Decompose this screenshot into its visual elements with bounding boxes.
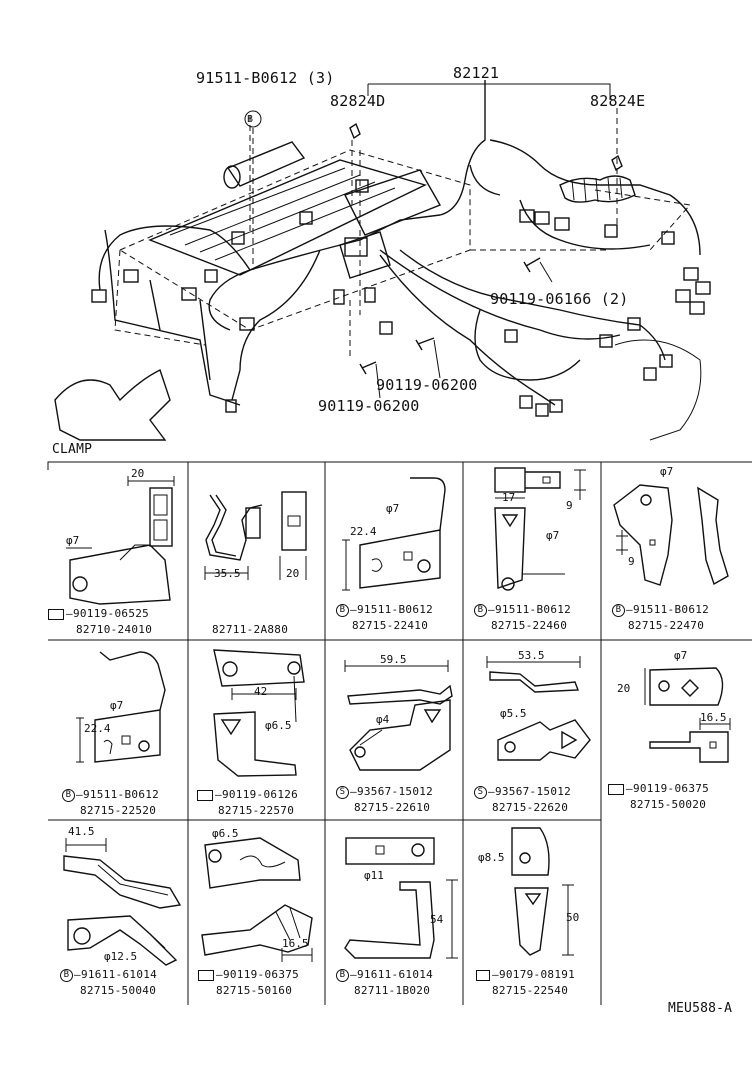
dim-text: φ12.5	[104, 950, 138, 963]
fastener-callout: B—91511-B0612	[336, 603, 433, 617]
clamp-drawing-82715-22470	[613, 484, 729, 586]
dim-text: 42	[254, 685, 268, 698]
fastener-callout: S—93567-15012	[336, 785, 433, 799]
clamp-drawing-82710-24010	[66, 476, 175, 605]
clamp-drawing-82715-50040	[63, 838, 182, 966]
symbol-b: B	[62, 788, 75, 802]
symbol-b: B	[60, 968, 73, 982]
bolt-icon	[476, 969, 490, 981]
part-number: 82715-50040	[80, 984, 157, 997]
dim-text: 20	[617, 682, 631, 695]
symbol-b: B	[336, 603, 349, 617]
dim-text: 16.5	[282, 937, 309, 950]
symbol-b: B	[612, 603, 625, 617]
dim-text: 35.5	[214, 567, 241, 580]
callout-harness: 82121	[453, 64, 500, 82]
section-title-clamp: CLAMP	[52, 442, 93, 457]
dim-text: φ4	[376, 713, 390, 726]
fastener-callout: B—91511-B0612	[62, 788, 159, 802]
symbol-b: B	[336, 968, 349, 982]
clamp-drawing-82715-50020	[644, 667, 731, 763]
fastener-callout: B—91511-B0612	[474, 603, 571, 617]
clamp-drawing-82715-22410	[342, 477, 446, 591]
part-number: 82715-22470	[628, 619, 705, 632]
dim-text: 54	[430, 913, 444, 926]
clamp-drawing-82711-2A880	[204, 491, 307, 580]
part-number: 82715-22540	[492, 984, 569, 997]
fastener-callout: —90119-06375	[608, 782, 709, 795]
fastener-callout: —90119-06375	[198, 968, 299, 981]
dim-text: 53.5	[518, 649, 545, 662]
dim-text: φ5.5	[500, 707, 527, 720]
fastener-callout: B—91611-61014	[60, 968, 157, 982]
dim-text: 50	[566, 911, 580, 924]
dim-text: 22.4	[350, 525, 377, 538]
callout-clamp-e: 82824E	[590, 92, 646, 110]
callout-bolt-right: 90119-06166 (2)	[490, 290, 629, 308]
bolt-icon	[48, 608, 64, 620]
part-number: 82715-50160	[216, 984, 293, 997]
fastener-callout: B—91611-61014	[336, 968, 433, 982]
dim-text: φ8.5	[478, 851, 505, 864]
fastener-callout: —90179-08191	[476, 968, 575, 981]
dim-text: 22.4	[84, 722, 111, 735]
dim-text: φ6.5	[212, 827, 239, 840]
part-number: 82711-2A880	[212, 623, 289, 636]
dim-text: φ7	[66, 534, 80, 547]
symbol-s: S	[474, 785, 487, 799]
dim-text: 41.5	[68, 825, 95, 838]
dim-text: 59.5	[380, 653, 407, 666]
dim-text: 20	[131, 467, 145, 480]
fastener-callout: —90119-06126	[197, 788, 298, 801]
part-number: 82715-50020	[630, 798, 707, 811]
dim-text: φ11	[364, 869, 384, 882]
symbol-b: B	[474, 603, 487, 617]
callout-clamp-d: 82824D	[330, 92, 386, 110]
bolt-icon	[608, 783, 624, 795]
engine-assembly-drawing	[54, 80, 711, 441]
fastener-callout: B—91511-B0612	[612, 603, 709, 617]
bolt-icon	[197, 789, 213, 801]
fastener-callout: —90119-06525	[48, 607, 149, 620]
figure-code: MEU588-A	[668, 1001, 733, 1016]
clamp-drawing-82715-22520	[76, 651, 166, 763]
symbol-s: S	[336, 785, 349, 799]
clamp-drawing-82715-22460	[494, 467, 586, 591]
dim-text: φ7	[546, 529, 560, 542]
part-number: 82715-22460	[491, 619, 568, 632]
part-number: 82715-22570	[218, 804, 295, 817]
clamp-drawing-82715-22570	[213, 649, 305, 777]
part-number: 82711-1B020	[354, 984, 431, 997]
symbol-b-top: B	[247, 114, 254, 125]
dim-text: 9	[628, 555, 635, 568]
part-number: 82715-22410	[352, 619, 429, 632]
part-number: 82715-22610	[354, 801, 431, 814]
dim-text: φ7	[674, 649, 688, 662]
clamp-drawing-82715-22610	[344, 660, 453, 771]
clamp-drawing-82715-50160	[201, 837, 313, 962]
fastener-callout: S—93567-15012	[474, 785, 571, 799]
dim-text: φ7	[660, 465, 674, 478]
callout-bolt-top: 91511-B0612 (3)	[196, 69, 335, 87]
dim-text: φ6.5	[265, 719, 292, 732]
callout-bolt-low: 90119-06200	[318, 397, 420, 415]
part-number: 82715-22620	[492, 801, 569, 814]
dim-text: 9	[566, 499, 573, 512]
callout-bolt-mid: 90119-06200	[376, 376, 478, 394]
dim-text: 16.5	[700, 711, 727, 724]
dim-text: φ7	[110, 699, 124, 712]
clamp-drawing-82715-22620	[486, 656, 591, 761]
part-number: 82715-22520	[80, 804, 157, 817]
clamp-drawing-82715-22540	[511, 827, 574, 956]
part-number: 82710-24010	[76, 623, 153, 636]
dim-text: 20	[286, 567, 300, 580]
dim-text: φ7	[386, 502, 400, 515]
bolt-icon	[198, 969, 214, 981]
dim-text: 17	[502, 491, 516, 504]
clamp-section-frame	[47, 461, 752, 1005]
clamp-drawing-82711-1B020	[344, 837, 458, 959]
